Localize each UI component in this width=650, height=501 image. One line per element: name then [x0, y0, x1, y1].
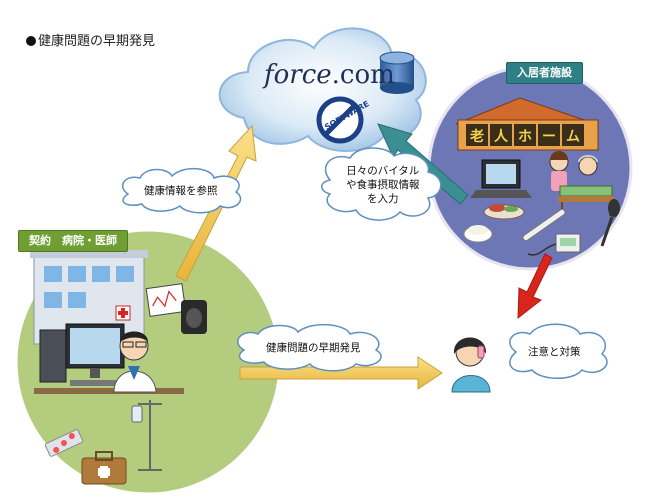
no-software-icon — [316, 96, 364, 144]
sign-char: ー — [542, 129, 556, 145]
bullet-dot-icon — [26, 36, 36, 46]
early-detection-label: 健康問題の早期発見 — [266, 342, 361, 354]
elderly-patient-icon — [558, 155, 614, 216]
caution-bubble — [509, 323, 608, 379]
arrow-hospital-to-family — [239, 356, 443, 390]
family-member-icon — [451, 337, 491, 393]
pills-icon — [44, 429, 84, 457]
hospital-label: 契約 病院・医師 — [18, 230, 128, 252]
chart-paper — [145, 283, 187, 317]
vitals-label: 日々のバイタル や食事摂取情報 を入力 — [346, 164, 420, 206]
speaker-icon — [181, 300, 207, 334]
iv-stand-icon — [131, 400, 162, 471]
microphone-icon — [600, 199, 620, 247]
caution-label: 注意と対策 — [528, 346, 581, 358]
early-detection-bubble — [237, 323, 382, 372]
blood-pressure-monitor-icon — [527, 233, 581, 256]
computer-icon — [34, 323, 184, 394]
logo-force: force — [264, 60, 332, 90]
doctor-icon — [113, 331, 157, 393]
sign-char: ホ — [518, 129, 532, 145]
laptop-icon — [470, 159, 532, 198]
salesforce-cloud — [218, 27, 427, 152]
vitals-line-1: 日々のバイタル — [346, 165, 420, 177]
page-title-text: 健康問題の早期発見 — [38, 34, 156, 49]
page-title: 健康問題の早期発見 — [26, 30, 155, 49]
nursing-home-sign: 老 人 ホ ー ム — [466, 124, 584, 146]
sign-char: ム — [566, 129, 580, 145]
food-tray-icon — [463, 204, 525, 243]
facility-label: 入居者施設 — [506, 62, 583, 84]
vitals-bubble — [321, 147, 442, 221]
logo-suffix: .com — [331, 60, 395, 90]
arrow-facility-to-family — [517, 253, 553, 320]
sign-char: 人 — [494, 128, 509, 145]
sign-char: 老 — [470, 128, 484, 145]
vitals-line-2: や食事摂取情報 — [346, 179, 420, 191]
vitals-line-3: を入力 — [367, 193, 399, 205]
medical-kit-icon — [81, 451, 127, 485]
reference-bubble — [122, 167, 242, 214]
database-icon — [379, 51, 415, 94]
thermometer-icon — [522, 208, 566, 242]
reference-label: 健康情報を参照 — [144, 185, 218, 197]
force-com-logo: force.com — [264, 60, 395, 90]
